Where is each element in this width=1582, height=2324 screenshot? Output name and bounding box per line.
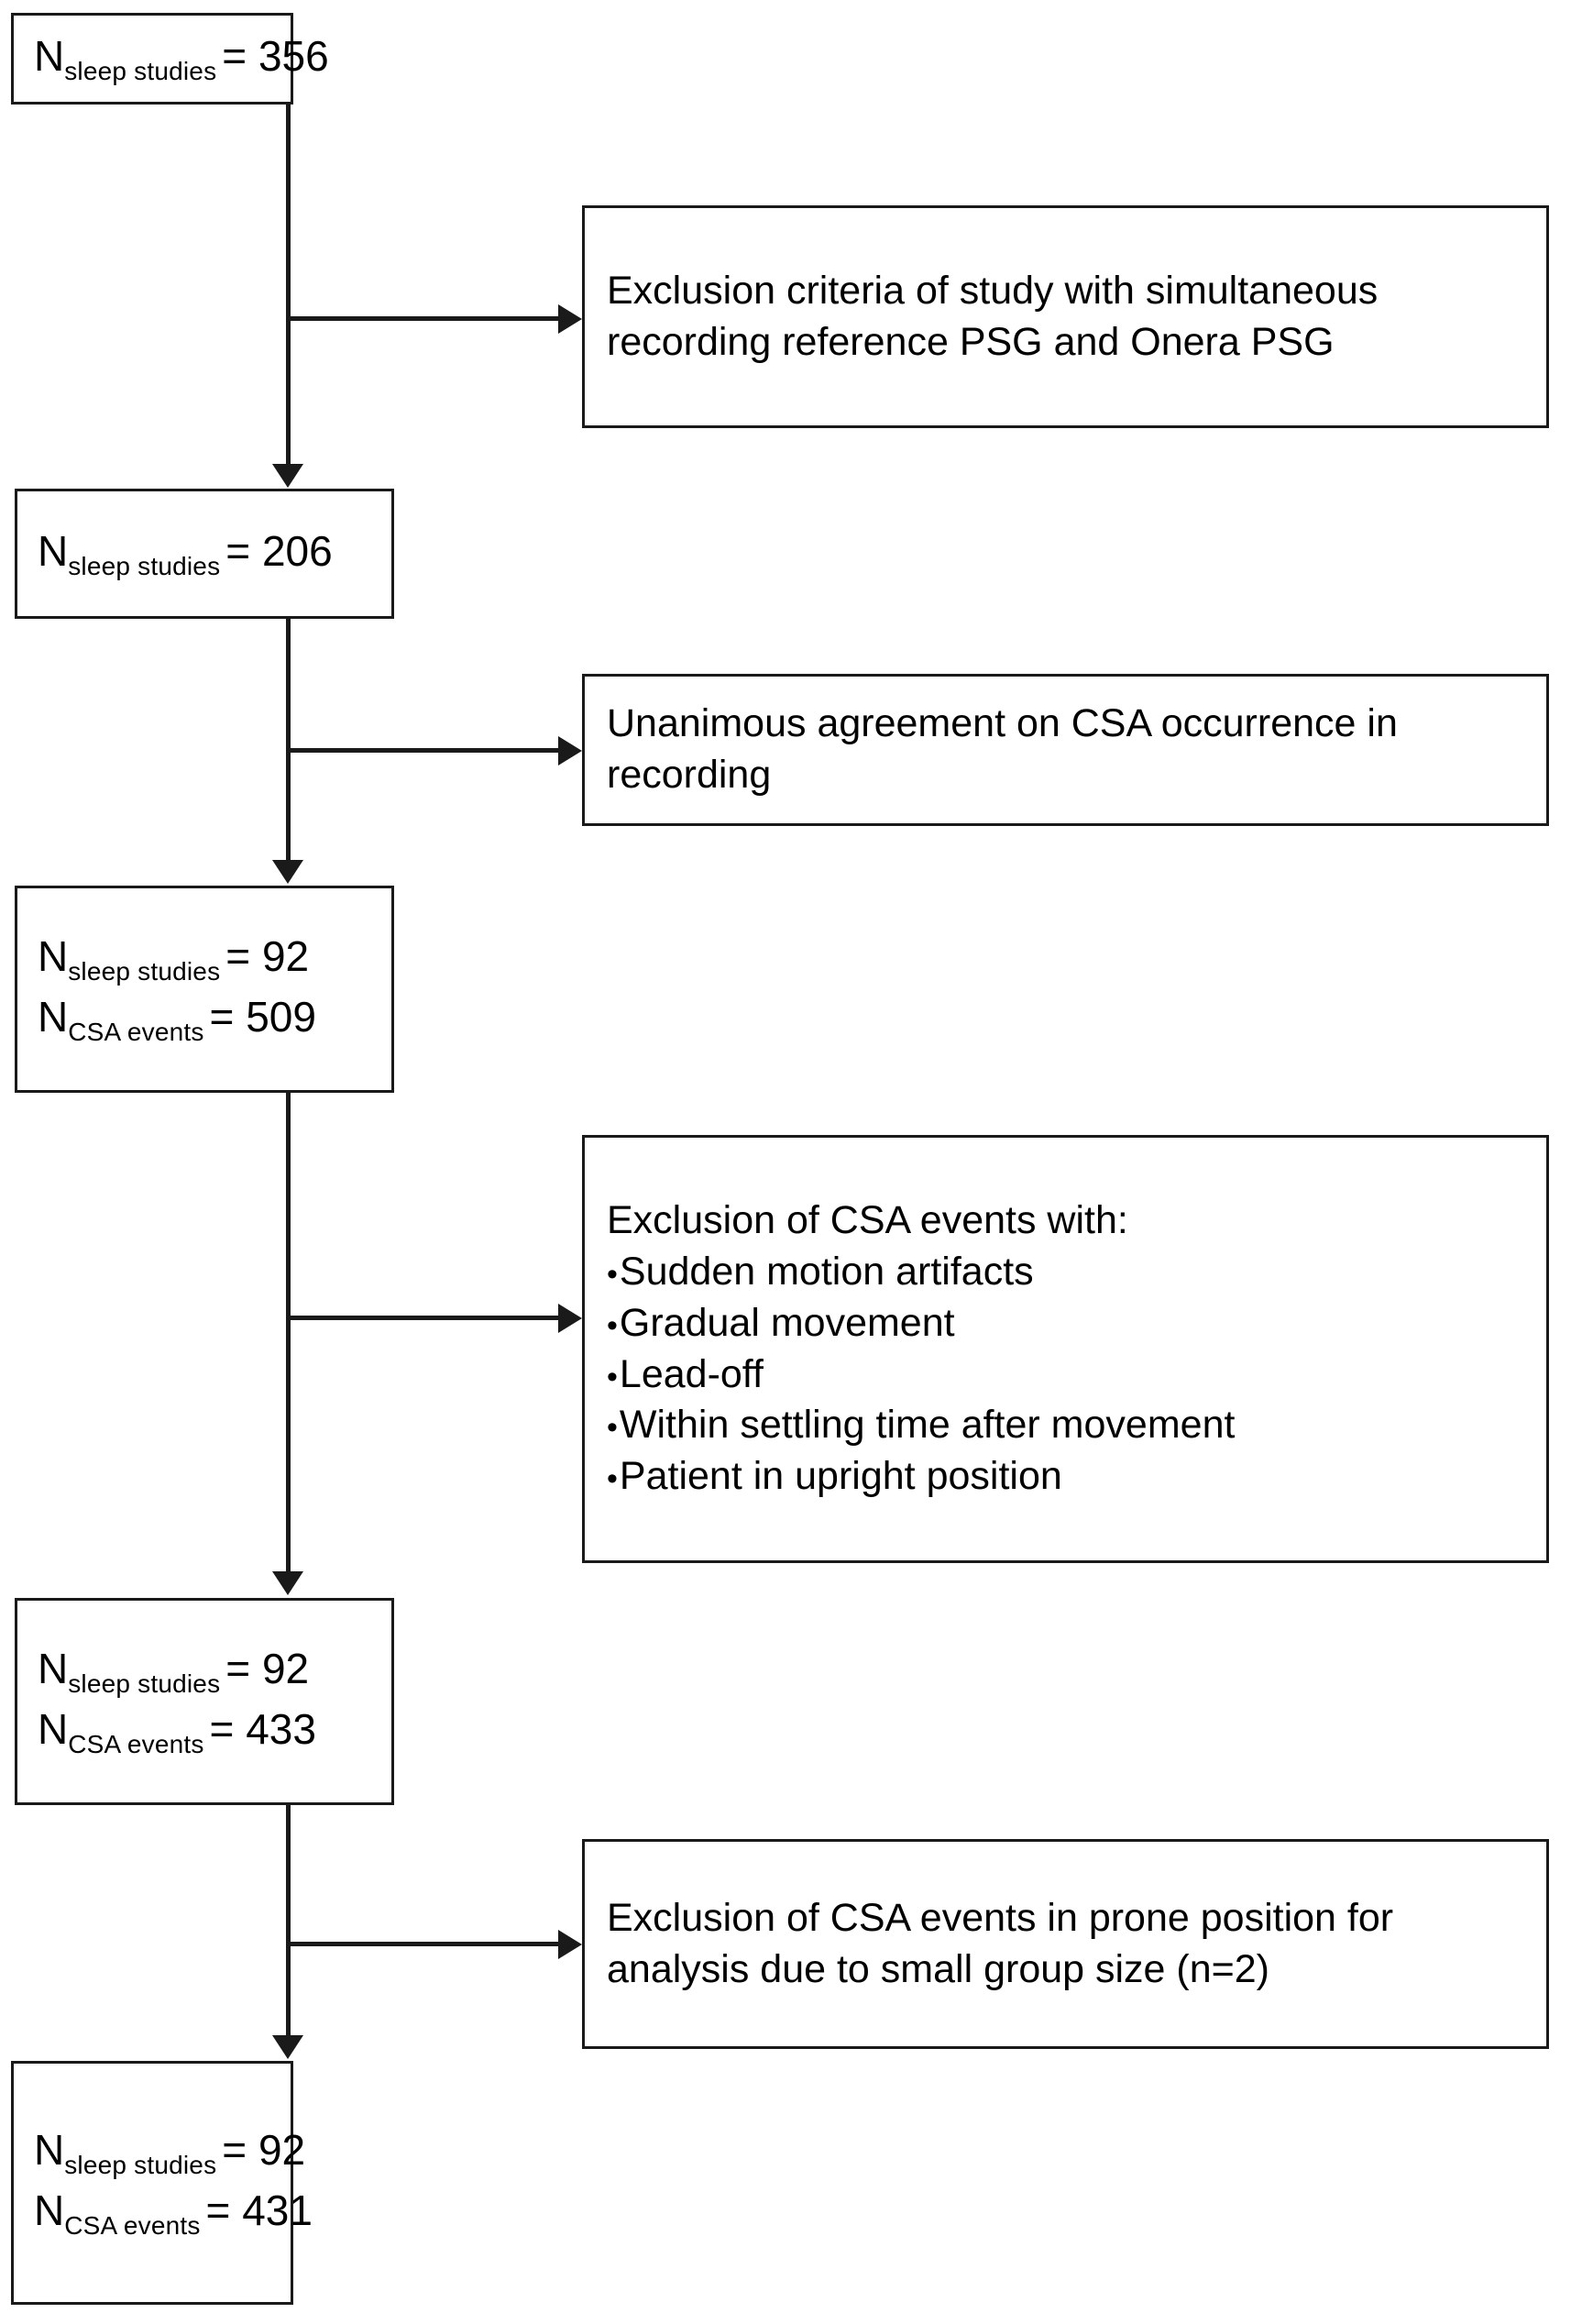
arrow-down-n4-n5 (272, 2035, 303, 2059)
connector-n4-n5 (286, 1805, 291, 2038)
count-label: N (34, 2186, 65, 2234)
count-label: N (34, 2125, 65, 2174)
count-subscript: CSA events (68, 1018, 204, 1047)
exclusion-box-e4: Exclusion of CSA events in prone positio… (582, 1839, 1549, 2049)
connector-n2-e2 (286, 748, 566, 753)
exclusion-bullet-item: Within settling time after movement (607, 1400, 1524, 1451)
exclusion-box-e2: Unanimous agreement on CSA occurrence in… (582, 674, 1549, 826)
exclusion-bullet-list: Sudden motion artifacts Gradual movement… (607, 1247, 1524, 1503)
count-equals: = (222, 2125, 247, 2174)
connector-n1-n2 (286, 105, 291, 467)
exclusion-text: Exclusion criteria of study with simulta… (585, 266, 1546, 369)
count-label: N (38, 993, 69, 1041)
arrow-right-e3 (558, 1304, 582, 1333)
exclusion-text: Unanimous agreement on CSA occurrence in… (585, 699, 1546, 801)
count-label: N (38, 1705, 69, 1753)
count-equals: = (205, 2186, 231, 2234)
connector-n3-e3 (286, 1316, 566, 1320)
count-equals: = (209, 993, 235, 1041)
count-subscript: CSA events (68, 1730, 204, 1759)
count-line: Nsleep studies= 356 (14, 28, 329, 89)
count-subscript: sleep studies (68, 957, 221, 986)
exclusion-bullet-item: Gradual movement (607, 1298, 1524, 1349)
arrow-right-e2 (558, 736, 582, 765)
node-box-n3: Nsleep studies= 92 NCSA events= 509 (15, 886, 394, 1093)
count-value: 433 (246, 1705, 316, 1753)
count-subscript: sleep studies (68, 552, 221, 581)
count-equals: = (225, 931, 251, 980)
count-equals: = (209, 1705, 235, 1753)
exclusion-text: Exclusion of CSA events in prone positio… (585, 1893, 1546, 1996)
count-label: N (38, 1644, 69, 1692)
exclusion-paragraph: Exclusion criteria of study with simulta… (607, 268, 1379, 364)
count-line: NCSA events= 509 (17, 989, 391, 1050)
count-label: N (38, 931, 69, 980)
count-value: 92 (261, 931, 310, 980)
node-box-n4: Nsleep studies= 92 NCSA events= 433 (15, 1598, 394, 1805)
count-equals: = (222, 31, 247, 80)
exclusion-bullet-item: Sudden motion artifacts (607, 1247, 1524, 1298)
node-box-n1: Nsleep studies= 356 (11, 13, 329, 105)
count-equals: = (225, 1644, 251, 1692)
count-label: N (38, 526, 69, 575)
count-line: Nsleep studies= 92 (17, 1641, 391, 1702)
count-equals: = (225, 526, 251, 575)
arrow-down-n2-n3 (272, 860, 303, 884)
count-line: NCSA events= 431 (14, 2183, 313, 2243)
count-value: 92 (258, 2125, 306, 2174)
exclusion-box-e1: Exclusion criteria of study with simulta… (582, 205, 1549, 428)
connector-n2-n3 (286, 619, 291, 860)
count-value: 206 (261, 526, 333, 575)
connector-n1-e1 (286, 316, 566, 321)
exclusion-box-e3: Exclusion of CSA events with: Sudden mot… (582, 1135, 1549, 1563)
arrow-down-n3-n4 (272, 1571, 303, 1595)
arrow-right-e4 (558, 1930, 582, 1959)
arrow-right-e1 (558, 304, 582, 334)
count-value: 509 (246, 993, 316, 1041)
connector-n4-e4 (286, 1942, 566, 1946)
node-box-n5: Nsleep studies= 92 NCSA events= 431 (11, 2061, 313, 2305)
count-subscript: CSA events (64, 2211, 201, 2241)
node-box-n2: Nsleep studies= 206 (15, 489, 394, 619)
count-line: Nsleep studies= 206 (17, 523, 391, 584)
count-line: Nsleep studies= 92 (14, 2122, 305, 2183)
count-subscript: sleep studies (64, 2151, 217, 2180)
count-value: 92 (261, 1644, 310, 1692)
exclusion-text: Exclusion of CSA events with: Sudden mot… (585, 1195, 1546, 1503)
exclusion-paragraph: Exclusion of CSA events in prone positio… (607, 1895, 1394, 1991)
connector-n3-n4 (286, 1093, 291, 1574)
count-value: 431 (242, 2186, 313, 2234)
count-subscript: sleep studies (64, 57, 217, 86)
count-value: 356 (258, 31, 329, 80)
arrow-down-n1-n2 (272, 464, 303, 488)
exclusion-paragraph: Exclusion of CSA events with: (607, 1197, 1128, 1242)
exclusion-bullet-item: Lead-off (607, 1349, 1524, 1401)
exclusion-paragraph: Unanimous agreement on CSA occurrence in… (607, 701, 1398, 797)
count-line: NCSA events= 433 (17, 1702, 391, 1762)
count-label: N (34, 31, 65, 80)
count-subscript: sleep studies (68, 1669, 221, 1699)
exclusion-bullet-item: Patient in upright position (607, 1451, 1524, 1503)
count-line: Nsleep studies= 92 (17, 929, 391, 989)
